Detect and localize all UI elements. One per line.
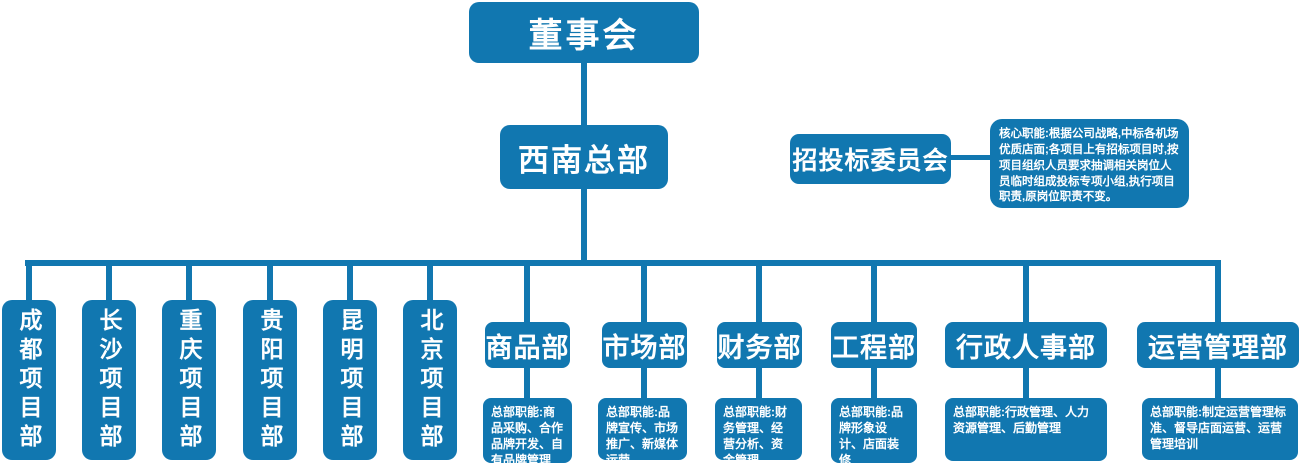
org-node-finance-dept-label: 财务部	[717, 332, 802, 363]
connector-hq-to-bus	[581, 188, 587, 264]
merchandise-dept-duties: 总部职能:商品采购、合作品牌开发、自有品牌管理	[483, 398, 572, 463]
org-node-admin-hr-dept: 行政人事部	[945, 322, 1107, 368]
marketing-dept-duties: 总部职能:品牌宣传、市场推广、新媒体运营	[598, 398, 687, 463]
finance-dept-duties: 总部职能:财务管理、经营分析、资金管理	[715, 398, 802, 463]
connector-bus-to-guiyang	[267, 263, 273, 302]
merchandise-dept-duties-text: 总部职能:商品采购、合作品牌开发、自有品牌管理	[491, 405, 564, 463]
connector-bus-to-finance	[756, 263, 762, 324]
org-node-engineering-dept: 工程部	[831, 322, 917, 368]
org-node-operations-dept: 运营管理部	[1137, 322, 1299, 368]
connector-committee-to-note	[948, 155, 992, 160]
connector-bus-to-merchandise	[524, 263, 530, 324]
connector-finance-to-duties	[756, 366, 762, 400]
org-node-chengdu-project: 成都项目部	[2, 300, 56, 460]
connector-horizontal-bus	[25, 260, 1221, 266]
connector-bus-to-admin-hr	[1023, 263, 1029, 324]
org-node-chongqing-project: 重庆项目部	[162, 300, 216, 460]
operations-dept-duties: 总部职能:制定运营管理标准、督导店面运营、运营管理培训	[1142, 398, 1298, 460]
bidding-committee-note: 核心职能:根据公司战略,中标各机场优质店面;各项目上有招标项目时,按项目组织人员…	[990, 119, 1189, 208]
connector-bus-to-kunming	[347, 263, 353, 302]
connector-bus-to-operations	[1215, 263, 1221, 324]
org-node-finance-dept: 财务部	[717, 322, 802, 368]
connector-bus-to-chengdu	[26, 263, 32, 302]
org-node-kunming-project: 昆明项目部	[323, 300, 377, 460]
org-node-guiyang-project: 贵阳项目部	[243, 300, 297, 460]
connector-bus-to-marketing	[641, 263, 647, 324]
connector-bus-to-beijing	[427, 263, 433, 302]
admin-hr-dept-duties: 总部职能:行政管理、人力资源管理、后勤管理	[945, 398, 1107, 461]
org-node-admin-hr-dept-label: 行政人事部	[956, 332, 1096, 363]
org-node-engineering-dept-label: 工程部	[832, 332, 916, 363]
org-node-chengdu-project-label: 成都项目部	[16, 307, 42, 453]
connector-board-to-hq	[581, 61, 587, 127]
connector-engineering-to-duties	[871, 366, 877, 400]
org-node-board-label: 董事会	[528, 17, 640, 55]
connector-bus-to-engineering	[871, 263, 877, 324]
org-node-bidding-committee-label: 招投标委员会	[792, 147, 949, 175]
connector-marketing-to-duties	[641, 366, 647, 400]
org-node-beijing-project: 北京项目部	[403, 300, 457, 460]
org-node-kunming-project-label: 昆明项目部	[337, 307, 363, 453]
org-node-merchandise-dept: 商品部	[485, 322, 570, 368]
connector-admin-hr-to-duties	[1023, 366, 1029, 400]
org-node-changsha-project: 长沙项目部	[82, 300, 136, 460]
connector-merchandise-to-duties	[524, 366, 530, 400]
marketing-dept-duties-text: 总部职能:品牌宣传、市场推广、新媒体运营	[606, 405, 679, 463]
org-node-bidding-committee: 招投标委员会	[790, 134, 951, 184]
org-node-marketing-dept: 市场部	[602, 322, 687, 368]
bidding-committee-note-text: 核心职能:根据公司战略,中标各机场优质店面;各项目上有招标项目时,按项目组织人员…	[999, 128, 1179, 204]
org-node-marketing-dept-label: 市场部	[602, 332, 687, 363]
org-node-operations-dept-label: 运营管理部	[1148, 332, 1288, 363]
org-node-southwest-hq-label: 西南总部	[518, 142, 650, 178]
org-node-changsha-project-label: 长沙项目部	[96, 307, 122, 453]
org-node-beijing-project-label: 北京项目部	[417, 307, 443, 453]
admin-hr-dept-duties-text: 总部职能:行政管理、人力资源管理、后勤管理	[953, 405, 1089, 435]
org-node-chongqing-project-label: 重庆项目部	[176, 307, 202, 453]
org-node-merchandise-dept-label: 商品部	[485, 332, 570, 363]
connector-bus-to-chongqing	[186, 263, 192, 302]
finance-dept-duties-text: 总部职能:财务管理、经营分析、资金管理	[723, 405, 787, 463]
operations-dept-duties-text: 总部职能:制定运营管理标准、督导店面运营、运营管理培训	[1150, 405, 1286, 451]
org-node-southwest-hq: 西南总部	[500, 125, 668, 189]
engineering-dept-duties-text: 总部职能:品牌形象设计、店面装修	[839, 405, 903, 463]
connector-operations-to-duties	[1215, 366, 1221, 400]
connector-bus-to-changsha	[106, 263, 112, 302]
org-node-guiyang-project-label: 贵阳项目部	[257, 307, 283, 453]
org-node-board: 董事会	[469, 2, 699, 63]
engineering-dept-duties: 总部职能:品牌形象设计、店面装修	[831, 398, 917, 463]
